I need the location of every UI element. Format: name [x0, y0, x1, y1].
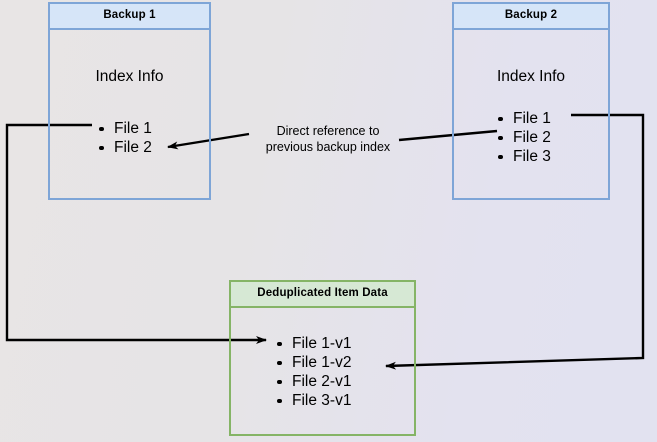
node-deduplicated-header: Deduplicated Item Data	[231, 282, 414, 308]
node-backup-2-body: Index Info File 1 File 2 File 3	[454, 30, 608, 200]
node-backup-2-file-list: File 1 File 2 File 3	[496, 109, 551, 166]
node-backup-1-subtitle: Index Info	[95, 67, 164, 85]
node-backup-1-header: Backup 1	[50, 4, 209, 30]
edge-label-line-2: previous backup index	[265, 140, 391, 154]
edge-label-line-1: Direct reference to	[276, 124, 380, 138]
node-backup-2-subtitle: Index Info	[496, 67, 566, 85]
node-deduplicated-file-list: File 1-v1 File 1-v2 File 2-v1 File 3-v1	[275, 334, 351, 410]
list-item: File 1-v2	[275, 353, 351, 372]
list-item: File 2	[97, 138, 152, 157]
node-deduplicated-item-data[interactable]: Deduplicated Item Data File 1-v1 File 1-…	[229, 280, 416, 436]
list-item: File 1	[496, 109, 551, 128]
node-deduplicated-body: File 1-v1 File 1-v2 File 2-v1 File 3-v1	[231, 308, 414, 436]
node-backup-2-header: Backup 2	[454, 4, 608, 30]
list-item: File 2	[496, 128, 551, 147]
list-item: File 3-v1	[275, 391, 351, 410]
node-backup-2[interactable]: Backup 2 Index Info File 1 File 2 File 3	[452, 2, 610, 200]
node-backup-1-file-list: File 1 File 2	[97, 119, 152, 157]
list-item: File 1	[97, 119, 152, 138]
list-item: File 1-v1	[275, 334, 351, 353]
node-backup-1-body: Index Info File 1 File 2	[50, 30, 209, 200]
list-item: File 3	[496, 147, 551, 166]
list-item: File 2-v1	[275, 372, 351, 391]
edge-label-direct-reference: Direct reference to previous backup inde…	[245, 123, 411, 155]
node-backup-1[interactable]: Backup 1 Index Info File 1 File 2	[48, 2, 211, 200]
